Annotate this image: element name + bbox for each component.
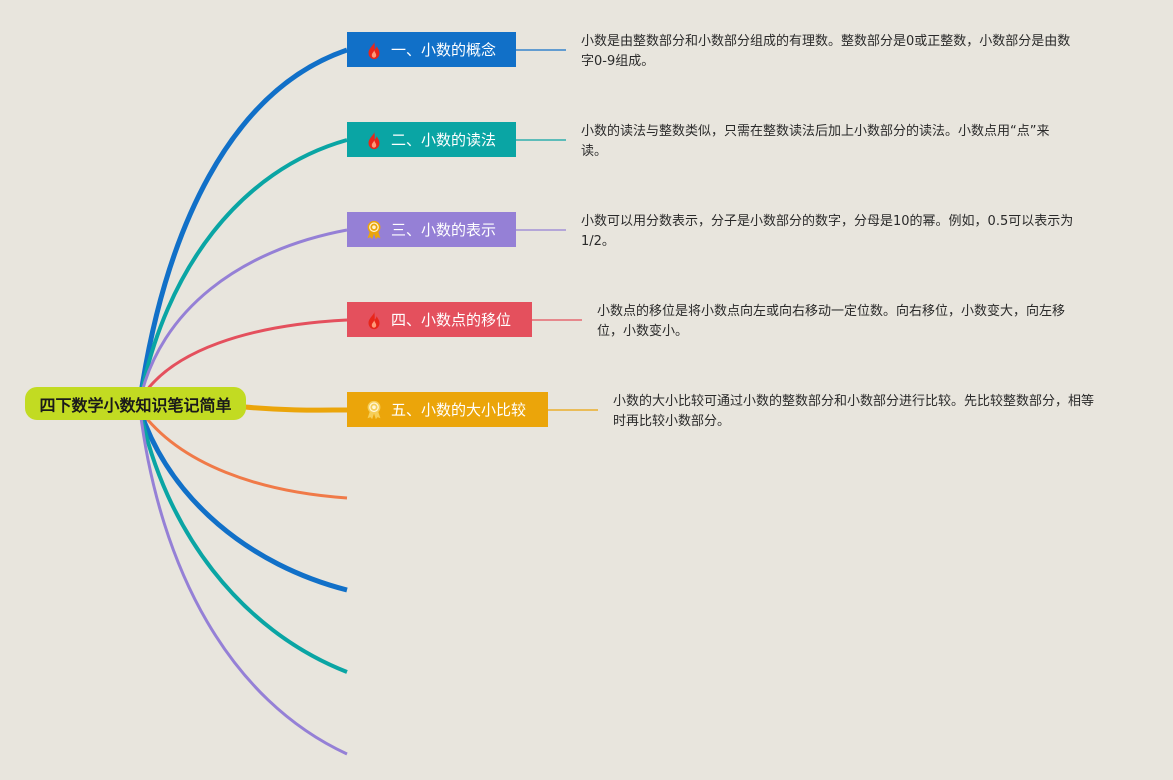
branch-line-5: [244, 404, 348, 413]
branch-line-2: [138, 138, 348, 401]
empty-branch-line-1: [138, 409, 348, 500]
topic-decimal-point-shift[interactable]: 四、小数点的移位: [347, 302, 532, 337]
topic-concept[interactable]: 一、小数的概念: [347, 32, 516, 67]
topic-label: 二、小数的读法: [391, 131, 497, 149]
topic-label: 五、小数的大小比较: [391, 401, 527, 419]
fire-icon: [368, 39, 380, 59]
branch-line-3: [138, 228, 348, 401]
award-ribbon-icon: [367, 400, 381, 419]
award-ribbon-icon: [367, 220, 381, 239]
fire-icon: [368, 309, 380, 329]
topic-note: 小数点的移位是将小数点向左或向右移动一定位数。向右移位，小数变大，向左移位，小数…: [597, 304, 1066, 339]
empty-branch-line-2: [137, 409, 348, 593]
topic-label: 三、小数的表示: [391, 221, 497, 239]
fire-icon: [368, 129, 380, 149]
branch-line-4: [138, 318, 348, 401]
topic-label: 四、小数点的移位: [391, 311, 512, 329]
root-topic-label: 四下数学小数知识笔记简单: [39, 395, 232, 415]
topic-note: 小数的大小比较可通过小数的整数部分和小数部分进行比较。先比较整数部分，相等时再比…: [613, 394, 1095, 429]
topic-comparison[interactable]: 五、小数的大小比较: [347, 392, 548, 427]
topic-label: 一、小数的概念: [391, 41, 497, 59]
empty-branch-line-4: [138, 409, 348, 756]
empty-branch-line-3: [138, 409, 348, 674]
branch-line-1: [137, 47, 348, 401]
topic-reading[interactable]: 二、小数的读法: [347, 122, 516, 157]
topic-note: 小数可以用分数表示，分子是小数部分的数字，分母是10的幂。例如，0.5可以表示为…: [581, 214, 1074, 249]
topic-note: 小数的读法与整数类似，只需在整数读法后加上小数部分的读法。小数点用“点”来读。: [581, 124, 1050, 159]
topic-representation[interactable]: 三、小数的表示: [347, 212, 516, 247]
topic-note: 小数是由整数部分和小数部分组成的有理数。整数部分是0或正整数，小数部分是由数字0…: [581, 34, 1071, 69]
root-topic[interactable]: 四下数学小数知识笔记简单: [25, 387, 246, 420]
